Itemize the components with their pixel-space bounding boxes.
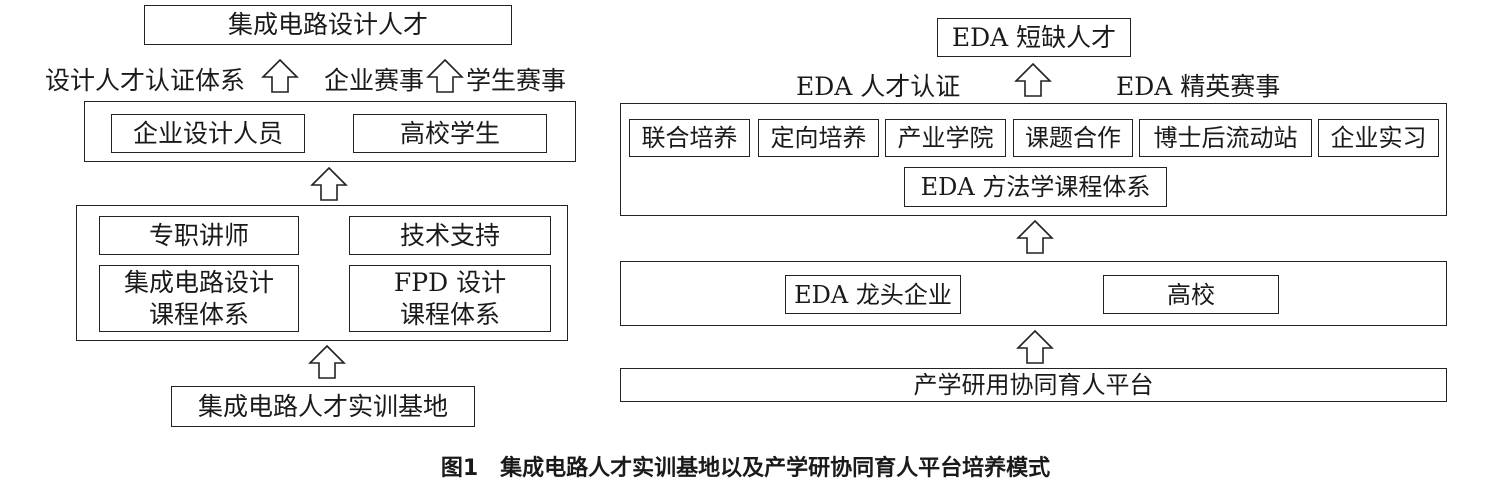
figure-caption: 图1 集成电路人才实训基地以及产学研协同育人平台培养模式 — [440, 456, 1051, 481]
left-top-title: 集成电路设计人才 — [227, 10, 428, 40]
program-joint-training: 联合培养 — [629, 119, 750, 157]
methodology-course-box: EDA 方法学课程体系 — [904, 167, 1167, 207]
left-top-title-box: 集成电路设计人才 — [144, 5, 512, 45]
program-industry-college: 产业学院 — [885, 119, 1006, 157]
right-certification-label: EDA 人才认证 — [796, 72, 961, 101]
fpd-design-course-box: FPD 设计 课程体系 — [349, 265, 551, 332]
right-partners-container: EDA 龙头企业 高校 — [620, 261, 1447, 326]
right-top-title: EDA 短缺人才 — [951, 22, 1117, 52]
program-postdoctoral-station: 博士后流动站 — [1139, 119, 1312, 157]
left-enterprise-competition-label: 企业赛事 — [324, 66, 425, 95]
up-arrow-icon — [310, 166, 348, 202]
right-elite-competition-label: EDA 精英赛事 — [1116, 72, 1281, 101]
leading-enterprise-box: EDA 龙头企业 — [785, 275, 961, 314]
up-arrow-icon — [1016, 329, 1054, 365]
left-base-box: 集成电路人才实训基地 — [171, 386, 475, 427]
up-arrow-icon — [261, 58, 299, 94]
full-time-lecturers-box: 专职讲师 — [99, 216, 299, 255]
right-programs-container: 联合培养 定向培养 产业学院 课题合作 博士后流动站 企业实习 EDA 方法学课… — [620, 103, 1447, 216]
up-arrow-icon — [1016, 219, 1054, 255]
university-box: 高校 — [1103, 275, 1279, 314]
enterprise-designers-box: 企业设计人员 — [111, 114, 305, 153]
right-top-title-box: EDA 短缺人才 — [937, 18, 1131, 57]
platform-box: 产学研用协同育人平台 — [620, 368, 1447, 402]
left-target-group-container: 企业设计人员 高校学生 — [84, 101, 576, 162]
ic-design-course-box: 集成电路设计 课程体系 — [99, 265, 299, 332]
left-certification-label: 设计人才认证体系 — [45, 66, 246, 95]
program-research-cooperation: 课题合作 — [1013, 119, 1133, 157]
up-arrow-icon — [1014, 62, 1052, 98]
up-arrow-icon — [426, 58, 464, 94]
left-student-competition-label: 学生赛事 — [466, 66, 567, 95]
left-resources-container: 专职讲师 技术支持 集成电路设计 课程体系 FPD 设计 课程体系 — [76, 205, 568, 341]
program-enterprise-internship: 企业实习 — [1318, 119, 1439, 157]
university-students-box: 高校学生 — [353, 114, 547, 153]
up-arrow-icon — [308, 344, 346, 380]
technical-support-box: 技术支持 — [349, 216, 551, 255]
program-directed-training: 定向培养 — [758, 119, 879, 157]
